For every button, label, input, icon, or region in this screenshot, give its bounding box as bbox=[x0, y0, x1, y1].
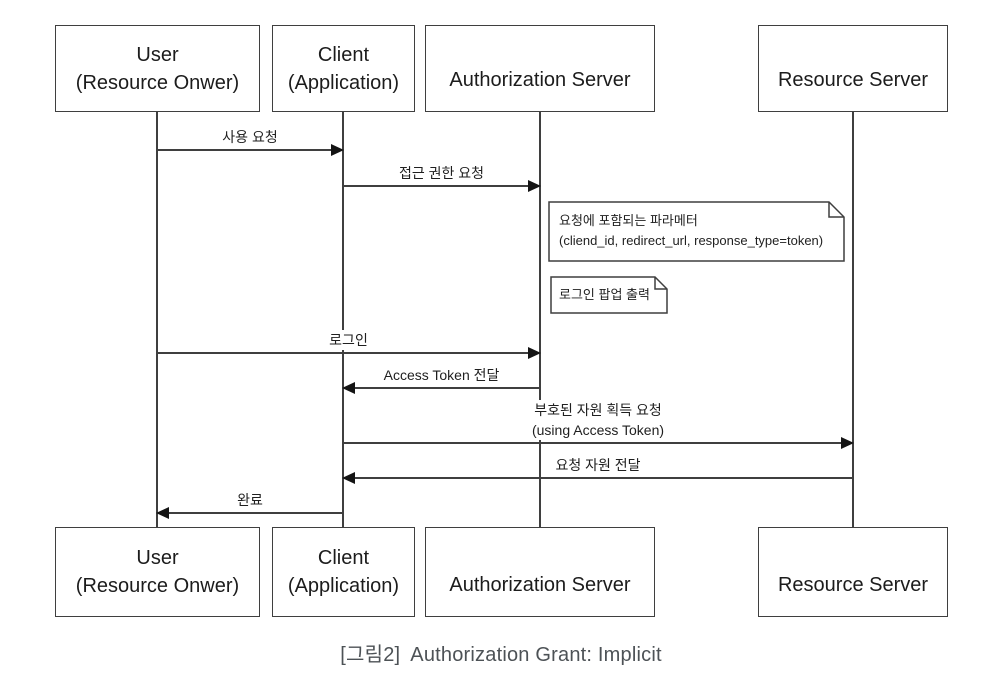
note-line: (cliend_id, redirect_url, response_type=… bbox=[559, 233, 824, 248]
actor-label: User bbox=[136, 43, 179, 66]
actor-label: Resource Server bbox=[777, 69, 929, 91]
message-label-line2: (using Access Token) bbox=[531, 422, 665, 438]
note-shape bbox=[548, 201, 845, 262]
note-line: 로그인 팝업 출력 bbox=[559, 287, 650, 302]
note-request-parameters: 요청에 포함되는 파라메터 (cliend_id, redirect_url, … bbox=[548, 201, 845, 262]
actor-bottom-user: User (Resource Onwer) bbox=[55, 527, 260, 617]
message-line bbox=[157, 352, 540, 354]
arrowhead-right-icon bbox=[331, 144, 344, 156]
actor-sublabel: (Application) bbox=[287, 71, 400, 94]
actor-sublabel: (Application) bbox=[287, 575, 400, 597]
message-label: Access Token 전달 bbox=[379, 365, 504, 385]
actor-label: Client bbox=[317, 43, 370, 66]
actor-top-client: Client (Application) bbox=[272, 25, 415, 112]
message-label-line1: 부호된 자원 획득 요청 bbox=[534, 402, 662, 418]
figure-caption: [그림2] Authorization Grant: Implicit bbox=[0, 638, 1002, 667]
message-line bbox=[343, 387, 540, 389]
message-label: 완료 bbox=[233, 490, 267, 510]
message-line bbox=[343, 185, 540, 187]
message-label: 부호된 자원 획득 요청 (using Access Token) bbox=[527, 400, 669, 440]
lifeline-resource-server bbox=[852, 112, 854, 527]
lifeline-authorization-server bbox=[539, 112, 541, 527]
actor-label: User bbox=[136, 547, 179, 569]
actor-label: Authorization Server bbox=[449, 574, 631, 596]
arrowhead-right-icon bbox=[841, 437, 854, 449]
actor-label: Resource Server bbox=[777, 574, 929, 596]
message-label: 요청 자원 전달 bbox=[551, 455, 645, 475]
arrowhead-right-icon bbox=[528, 347, 541, 359]
arrowhead-left-icon bbox=[342, 472, 355, 484]
actor-bottom-client: Client (Application) bbox=[272, 527, 415, 617]
arrowhead-right-icon bbox=[528, 180, 541, 192]
message-line bbox=[343, 477, 853, 479]
actor-top-resource-server: Resource Server bbox=[758, 25, 948, 112]
actor-bottom-authorization-server: Authorization Server bbox=[425, 527, 655, 617]
message-label: 로그인 bbox=[325, 330, 372, 350]
actor-sublabel: (Resource Onwer) bbox=[75, 71, 240, 94]
message-label: 접근 권한 요청 bbox=[394, 163, 489, 183]
note-login-popup: 로그인 팝업 출력 bbox=[550, 276, 668, 314]
note-shape bbox=[550, 276, 668, 314]
arrowhead-left-icon bbox=[156, 507, 169, 519]
actor-bottom-resource-server: Resource Server bbox=[758, 527, 948, 617]
message-line bbox=[343, 442, 853, 444]
actor-label: Authorization Server bbox=[449, 69, 631, 91]
figure-caption-title: Authorization Grant: Implicit bbox=[410, 644, 662, 666]
lifeline-user bbox=[156, 112, 158, 527]
arrowhead-left-icon bbox=[342, 382, 355, 394]
message-line bbox=[157, 149, 343, 151]
note-line: 요청에 포함되는 파라메터 bbox=[559, 213, 698, 228]
actor-top-authorization-server: Authorization Server bbox=[425, 25, 655, 112]
actor-label: Client bbox=[317, 547, 370, 569]
lifeline-client bbox=[342, 112, 344, 527]
message-line bbox=[157, 512, 343, 514]
figure-caption-number: [그림2] bbox=[340, 644, 401, 666]
message-label: 사용 요청 bbox=[218, 127, 282, 147]
actor-top-user: User (Resource Onwer) bbox=[55, 25, 260, 112]
actor-sublabel: (Resource Onwer) bbox=[75, 575, 240, 597]
